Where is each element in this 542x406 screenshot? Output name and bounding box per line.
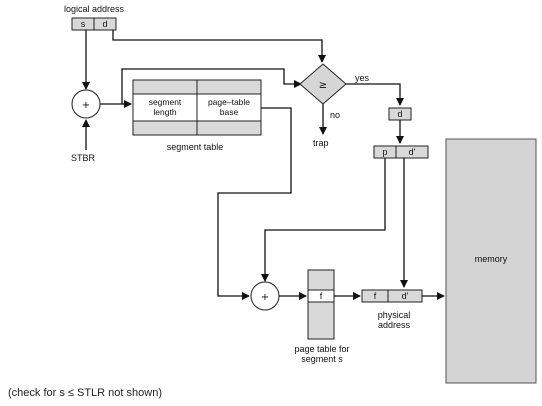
segment-table-bottom-left — [132, 120, 198, 136]
physical-f-text: f — [374, 291, 377, 301]
logical-d-text: d — [102, 19, 107, 29]
compare-symbol: ≥ — [319, 80, 327, 91]
stbr-label: STBR — [71, 153, 96, 163]
d-to-compare-arrow — [112, 30, 326, 63]
page-table-caption-line1: page table for — [294, 344, 349, 354]
page-table-bottom — [307, 301, 335, 340]
segment-table-top-right — [196, 79, 262, 95]
memory-block — [445, 138, 537, 384]
no-label: no — [330, 110, 340, 120]
footnote: (check for s ≤ STLR not shown) — [8, 387, 162, 399]
length-to-compare-arrow — [121, 68, 302, 105]
physical-d-prime-text: d' — [402, 291, 409, 301]
d-prime-cell — [395, 145, 429, 159]
stbr-adder-plus: + — [82, 100, 90, 111]
logical-s-text: s — [81, 19, 86, 29]
physical-address-line1: physical — [378, 310, 411, 320]
logical-address-label: logical address — [64, 4, 125, 14]
d-out-text: d — [397, 109, 402, 119]
physical-address-line2: address — [378, 320, 411, 330]
page-table-caption-line2: segment s — [301, 354, 343, 364]
page-table-base-line2: base — [220, 107, 239, 117]
yes-label: yes — [355, 73, 370, 83]
memory-label: memory — [475, 254, 508, 264]
d-prime-text: d' — [409, 147, 416, 157]
p-text: p — [382, 147, 387, 157]
page-table-base-line1: page–table — [208, 97, 250, 107]
segment-length-line1: segment — [149, 97, 182, 107]
page-table-top — [307, 269, 335, 291]
segment-table-entry-base — [196, 93, 262, 122]
segment-length-line2: length — [153, 107, 176, 117]
trap-label: trap — [313, 138, 329, 148]
page-table-f-text: f — [320, 291, 323, 301]
p-to-adder-arrow — [261, 158, 386, 282]
page-adder-plus: + — [261, 292, 269, 303]
segment-table-caption: segment table — [167, 142, 224, 152]
base-to-adder-arrow — [217, 107, 292, 300]
segment-table-top-left — [132, 79, 198, 95]
yes-arrow — [346, 83, 404, 106]
segment-table-bottom-right — [196, 120, 262, 136]
segment-table-entry-length — [132, 93, 198, 122]
logical-d-cell — [93, 17, 117, 31]
